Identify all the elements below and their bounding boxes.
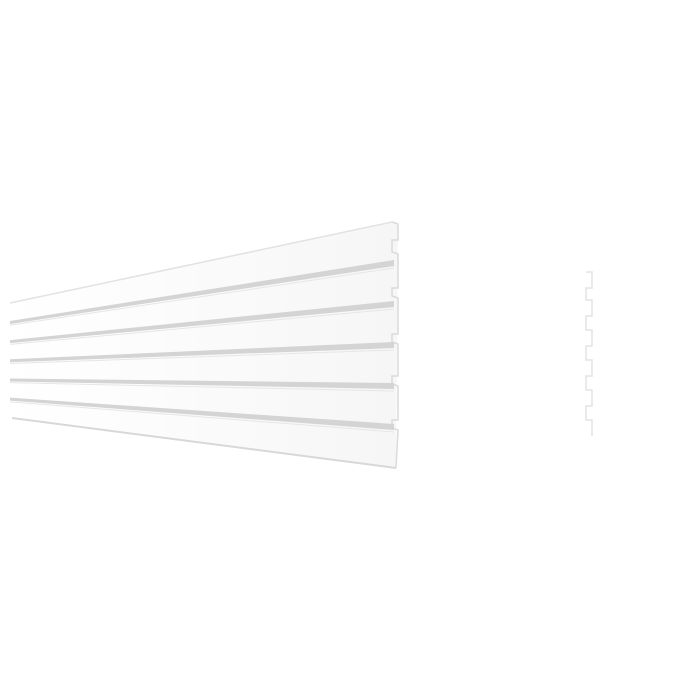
panel-top-edge — [9, 221, 393, 304]
panel-groove-highlight — [9, 382, 395, 392]
panel-bottom-edge — [11, 417, 397, 469]
panel-right-profile — [391, 221, 399, 469]
panel-grooves — [9, 260, 395, 433]
panel-groove — [10, 301, 394, 344]
panel-groove — [10, 397, 394, 430]
panel-groove — [10, 342, 394, 363]
panel-groove-highlight — [9, 349, 395, 364]
panel-groove — [10, 378, 394, 389]
panel-groove-highlight — [9, 267, 395, 326]
slatwall-panel — [9, 221, 399, 469]
panel-groove-highlight — [9, 401, 395, 433]
panel-side-profile — [585, 271, 593, 436]
panel-groove — [10, 260, 394, 324]
panel-groove-highlight — [9, 308, 395, 345]
